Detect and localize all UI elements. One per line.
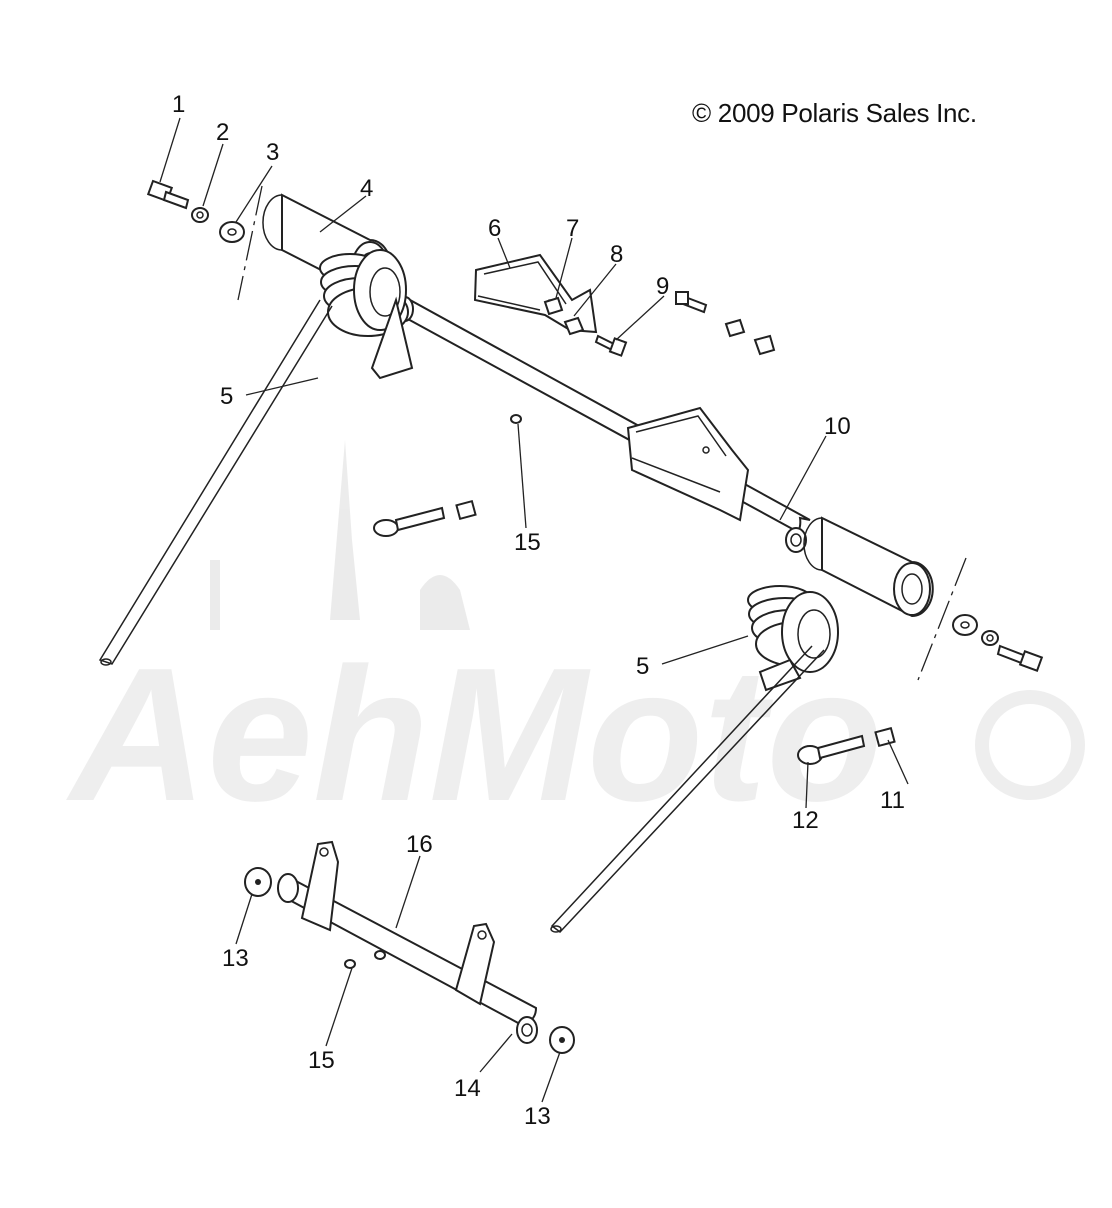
callout-4: 4 (360, 175, 373, 202)
callout-3: 3 (266, 139, 279, 166)
grease-fitting-upper (510, 414, 522, 424)
copyright-notice: © 2009 Polaris Sales Inc. (692, 98, 977, 128)
washer-lower-left (244, 867, 272, 897)
lower-shaft (277, 840, 538, 1044)
spring-left (98, 249, 414, 666)
washer-lower-right (549, 1026, 575, 1054)
callout-15-upper: 15 (514, 529, 541, 556)
break-lines (237, 185, 967, 681)
callout-9: 9 (656, 273, 669, 300)
spring-right (550, 585, 839, 934)
callouts: 1 2 3 4 5 5 6 7 8 9 10 11 12 13 13 14 15… (172, 91, 905, 1130)
callout-13-left: 13 (222, 945, 249, 972)
callout-1: 1 (172, 91, 185, 118)
leader-lines (159, 117, 909, 1103)
callout-6: 6 (488, 215, 501, 242)
bracket-right (626, 406, 750, 522)
bushing-lower (803, 516, 934, 618)
callout-12: 12 (792, 807, 819, 834)
callout-7: 7 (566, 215, 579, 242)
hardware-upper-left (146, 179, 245, 243)
callout-15-lower: 15 (308, 1047, 335, 1074)
hardware-bracket (543, 291, 776, 357)
eyebolt-left (373, 499, 477, 537)
hardware-right (952, 614, 1044, 672)
callout-10: 10 (824, 413, 851, 440)
callout-13-right: 13 (524, 1103, 551, 1130)
eyebolt-right (797, 726, 896, 765)
callout-5-lower: 5 (636, 653, 649, 680)
callout-2: 2 (216, 119, 229, 146)
watermark-text: AehMoto (66, 629, 883, 841)
callout-14: 14 (454, 1075, 481, 1102)
callout-8: 8 (610, 241, 623, 268)
callout-5-upper: 5 (220, 383, 233, 410)
callout-11: 11 (880, 787, 905, 814)
watermark: AehMoto (66, 440, 1085, 841)
callout-16: 16 (406, 831, 433, 858)
